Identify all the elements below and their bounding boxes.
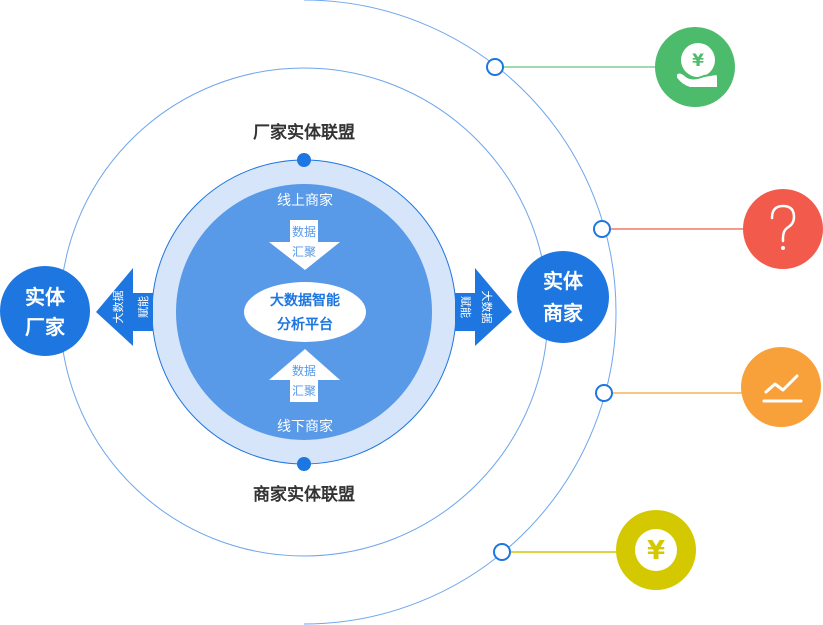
- right-arrow-text-inner: 赋能: [459, 296, 473, 318]
- manufacturer-node-line2: 厂家: [25, 315, 66, 339]
- connector-dot-1: [486, 58, 504, 76]
- hand-yuan-icon[interactable]: ¥: [655, 27, 735, 107]
- left-arrow-text-outer: 大数据: [111, 291, 125, 324]
- connector-dot-2: [593, 220, 611, 238]
- bottom-node-dot: [297, 457, 311, 471]
- connector-dot-4: [493, 543, 511, 561]
- center-title-line2: 分析平台: [277, 316, 333, 333]
- online-merchant-label: 线上商家: [277, 192, 333, 209]
- up-arrow-text-2: 汇聚: [292, 384, 316, 398]
- yuan-coin-icon[interactable]: ¥: [616, 510, 696, 590]
- merchant-node[interactable]: 实体 商家: [517, 251, 609, 343]
- manufacturer-node[interactable]: 实体 厂家: [0, 266, 90, 356]
- data-aggregation-up-arrow: 数据 汇聚: [269, 349, 340, 402]
- connector-dot-3: [595, 384, 613, 402]
- left-arrow-text-inner: 赋能: [136, 296, 150, 318]
- data-aggregation-down-arrow: 数据 汇聚: [269, 220, 340, 270]
- merchant-node-line2: 商家: [543, 301, 584, 325]
- svg-text:¥: ¥: [647, 536, 665, 566]
- left-empower-arrow: 大数据 赋能: [96, 268, 153, 346]
- svg-text:¥: ¥: [692, 51, 704, 71]
- right-arrow-text-outer: 大数据: [480, 291, 494, 324]
- center-title-line1: 大数据智能: [270, 292, 340, 309]
- outer-arc: [303, 0, 617, 625]
- merchant-node-line1: 实体: [543, 269, 584, 293]
- offline-merchant-label: 线下商家: [277, 418, 333, 435]
- trend-chart-icon[interactable]: [741, 347, 821, 427]
- center-platform-ellipse: [244, 282, 366, 342]
- manufacturer-alliance-label: 厂家实体联盟: [253, 122, 355, 143]
- manufacturer-node-line1: 实体: [25, 285, 66, 309]
- merchant-alliance-label: 商家实体联盟: [253, 484, 355, 505]
- top-node-dot: [297, 153, 311, 167]
- down-arrow-text-1: 数据: [292, 224, 316, 239]
- down-arrow-text-2: 汇聚: [292, 245, 316, 259]
- question-icon[interactable]: [743, 189, 823, 269]
- right-empower-arrow: 赋能 大数据: [455, 268, 512, 346]
- up-arrow-text-1: 数据: [292, 363, 316, 378]
